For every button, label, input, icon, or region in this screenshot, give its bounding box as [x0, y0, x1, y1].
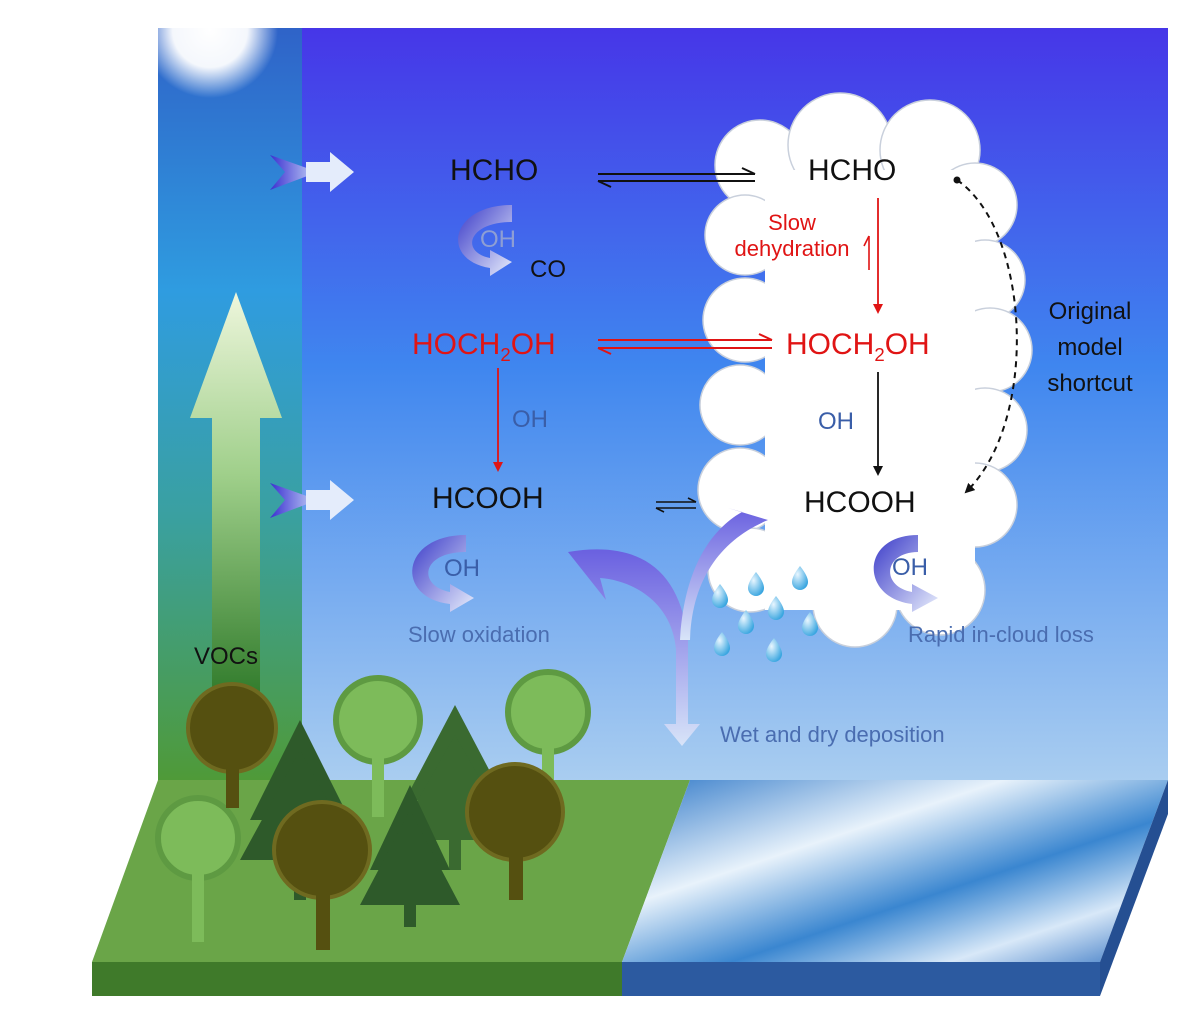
oh-label-hcooh-gas: OH	[444, 555, 480, 582]
dehydration-return-arrow	[863, 235, 870, 270]
forest	[155, 669, 591, 950]
water-edge-side	[1100, 780, 1168, 996]
co-label: CO	[530, 256, 566, 283]
vocs-label: VOCs	[194, 643, 259, 670]
deposition-label: Wet and dry deposition	[720, 722, 945, 747]
oh-label-diol-gas: OH	[512, 406, 548, 433]
hcho-gas-label: HCHO	[450, 154, 539, 187]
water-surface	[622, 780, 1168, 962]
sun-icon	[142, 0, 278, 98]
cloud-body	[765, 170, 975, 610]
water-edge-front	[622, 962, 1100, 996]
oh-label-hcooh-cloud: OH	[892, 554, 928, 581]
hcooh-gas-label: HCOOH	[432, 482, 544, 515]
deposition-arrow	[568, 508, 768, 746]
transport-arrow-bottom	[270, 480, 354, 520]
rain-drops	[712, 566, 818, 662]
oh-label-hcho: OH	[480, 226, 516, 253]
hcooh-cloud-label: HCOOH	[804, 486, 916, 519]
equilibrium-hcho	[597, 167, 756, 188]
slow-oxidation-label: Slow oxidation	[408, 622, 550, 647]
oh-label-diol-cloud: OH	[818, 408, 854, 435]
methanediol-gas-label: HOCH2OH	[412, 328, 556, 366]
slow-dehydration-label: Slow dehydration	[734, 210, 850, 262]
equilibrium-hcooh	[655, 497, 697, 513]
methanediol-cloud-label: HOCH2OH	[786, 328, 930, 366]
equilibrium-methanediol	[597, 333, 773, 355]
curl-arrow-hcooh-cloud	[873, 535, 938, 612]
shortcut-arrow	[956, 179, 1018, 494]
model-shortcut-label: Original model shortcut	[1047, 298, 1133, 397]
rapid-loss-label: Rapid in-cloud loss	[908, 622, 1094, 647]
transport-arrow-top	[270, 152, 354, 192]
curl-arrow-hcooh-gas	[412, 535, 474, 612]
hcho-cloud-label: HCHO	[808, 154, 897, 187]
land-edge	[92, 962, 622, 996]
curl-arrow-hcho	[458, 205, 512, 276]
voc-emission-arrow	[190, 292, 282, 700]
